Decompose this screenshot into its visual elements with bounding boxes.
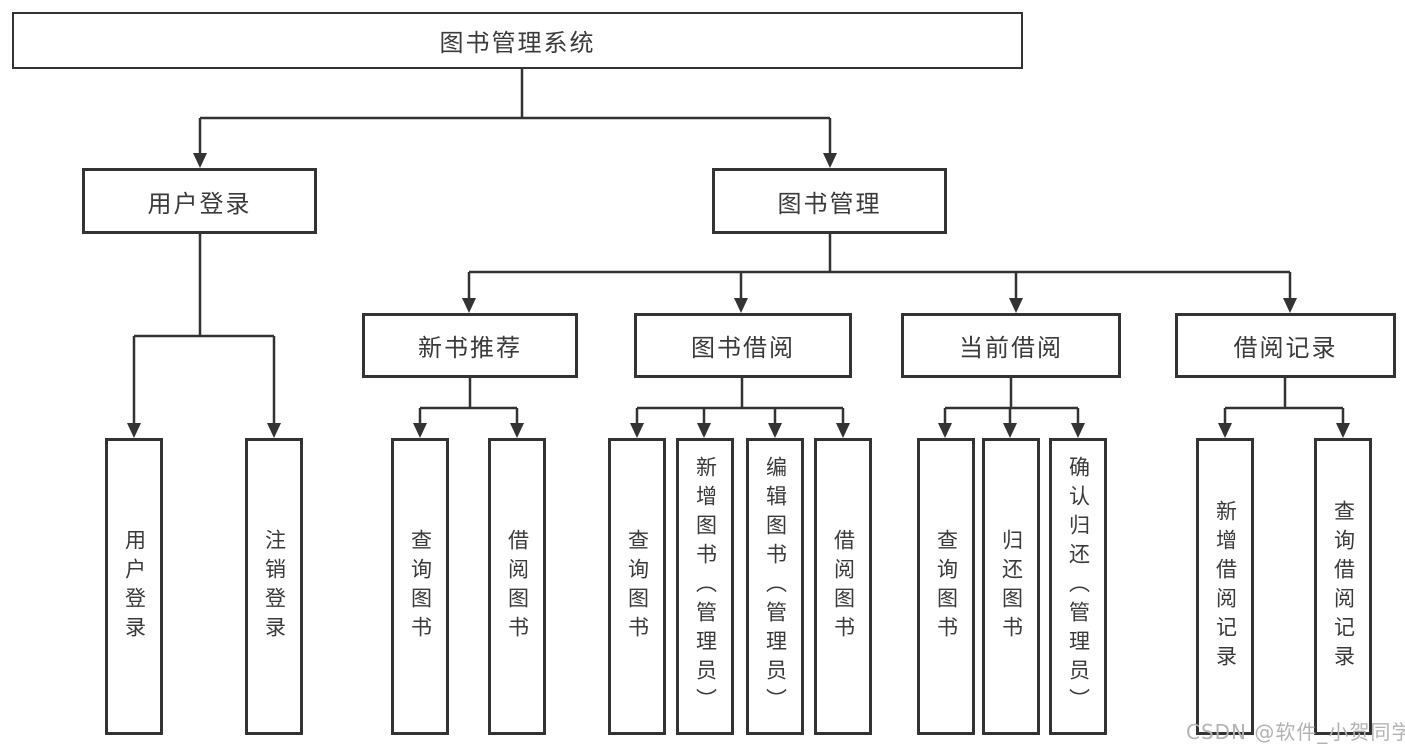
node-label: 查询图书 xyxy=(408,528,433,645)
leaf-user-login: 用户登录 xyxy=(105,438,163,735)
leaf-add-book-admin: 新增图书（管理员） xyxy=(676,438,734,735)
node-label: 当前借阅 xyxy=(959,334,1063,362)
node-label: 查询图书 xyxy=(934,528,959,645)
node-label: 归还图书 xyxy=(999,528,1024,645)
node-label: 图书借阅 xyxy=(691,334,795,362)
leaf-logout: 注销登录 xyxy=(245,438,303,735)
node-label: 借阅图书 xyxy=(831,528,856,645)
node-new-book-recommend: 新书推荐 xyxy=(362,313,578,378)
node-label: 编辑图书（管理员） xyxy=(763,456,788,717)
node-label: 新增图书（管理员） xyxy=(693,456,718,717)
node-label: 图书管理 xyxy=(777,189,882,218)
node-book-management: 图书管理 xyxy=(712,168,947,234)
node-library-management-system: 图书管理系统 xyxy=(12,12,1023,69)
leaf-query-books-borrowing: 查询图书 xyxy=(608,438,666,735)
node-label: 借阅图书 xyxy=(505,528,530,645)
node-label: 查询借阅记录 xyxy=(1331,499,1356,674)
leaf-add-borrow-record: 新增借阅记录 xyxy=(1196,438,1254,735)
node-label: 新书推荐 xyxy=(418,334,522,362)
leaf-query-books-recommend: 查询图书 xyxy=(391,438,449,735)
node-user-login-group: 用户登录 xyxy=(82,168,317,234)
node-label: 查询图书 xyxy=(625,528,650,645)
leaf-edit-book-admin: 编辑图书（管理员） xyxy=(746,438,804,735)
leaf-return-books: 归还图书 xyxy=(982,438,1040,735)
node-current-borrowing: 当前借阅 xyxy=(901,313,1121,378)
node-label: 借阅记录 xyxy=(1233,334,1338,362)
node-label: 确认归还（管理员） xyxy=(1066,456,1091,717)
node-label: 新增借阅记录 xyxy=(1213,499,1238,674)
leaf-query-books-current: 查询图书 xyxy=(917,438,975,735)
node-label: 注销登录 xyxy=(262,528,287,645)
leaf-borrow-books: 借阅图书 xyxy=(814,438,872,735)
node-label: 用户登录 xyxy=(147,189,252,218)
node-label: 图书管理系统 xyxy=(439,29,596,57)
node-borrowing-records: 借阅记录 xyxy=(1175,313,1396,378)
leaf-borrow-books-recommend: 借阅图书 xyxy=(488,438,546,735)
node-label: 用户登录 xyxy=(122,528,147,645)
watermark: CSDN @软件_小贺同学 xyxy=(1186,720,1405,744)
leaf-confirm-return-admin: 确认归还（管理员） xyxy=(1049,438,1107,735)
node-book-borrowing: 图书借阅 xyxy=(634,313,852,378)
leaf-query-borrow-record: 查询借阅记录 xyxy=(1314,438,1372,735)
